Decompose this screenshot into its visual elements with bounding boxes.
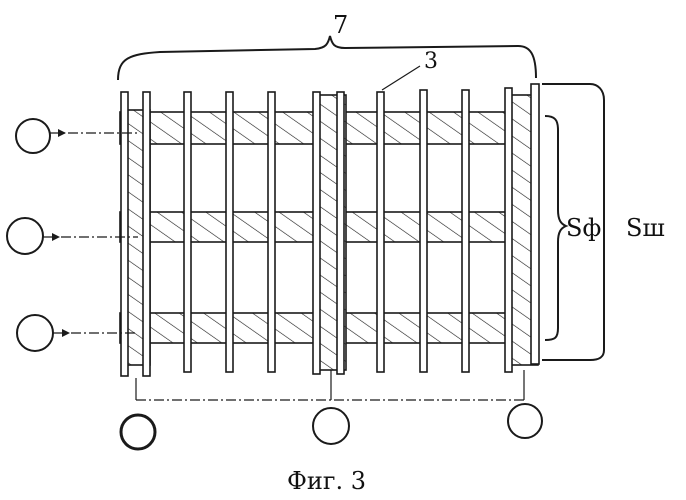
circle-bottom-center — [313, 408, 349, 444]
top-brace — [118, 36, 536, 80]
rod — [184, 92, 191, 372]
bottom-circles — [121, 400, 542, 449]
rod — [313, 92, 320, 374]
left-circles — [7, 119, 138, 351]
label-s-phi: Sф — [566, 214, 601, 242]
label-7: 7 — [333, 11, 348, 39]
circle-left-middle — [7, 218, 43, 254]
rod — [377, 92, 384, 372]
s-phi-brace — [545, 116, 566, 340]
circle-left-top — [16, 119, 50, 153]
circle-bottom-left — [121, 415, 155, 449]
label-3-leader — [382, 66, 420, 90]
rod — [505, 88, 512, 372]
circle-left-bottom — [17, 315, 53, 351]
label-3: 3 — [424, 49, 438, 74]
circle-bottom-right — [508, 404, 542, 438]
arrow-icon — [52, 233, 60, 241]
rod — [531, 84, 539, 364]
rod — [462, 90, 469, 372]
rod — [143, 92, 150, 376]
figure-caption: Фиг. 3 — [287, 467, 366, 495]
label-s-sh: Sш — [626, 214, 665, 242]
rod — [268, 92, 275, 372]
rod — [420, 90, 427, 372]
arrow-icon — [62, 329, 70, 337]
rod — [337, 92, 344, 374]
arrow-icon — [58, 129, 66, 137]
rod — [226, 92, 233, 372]
